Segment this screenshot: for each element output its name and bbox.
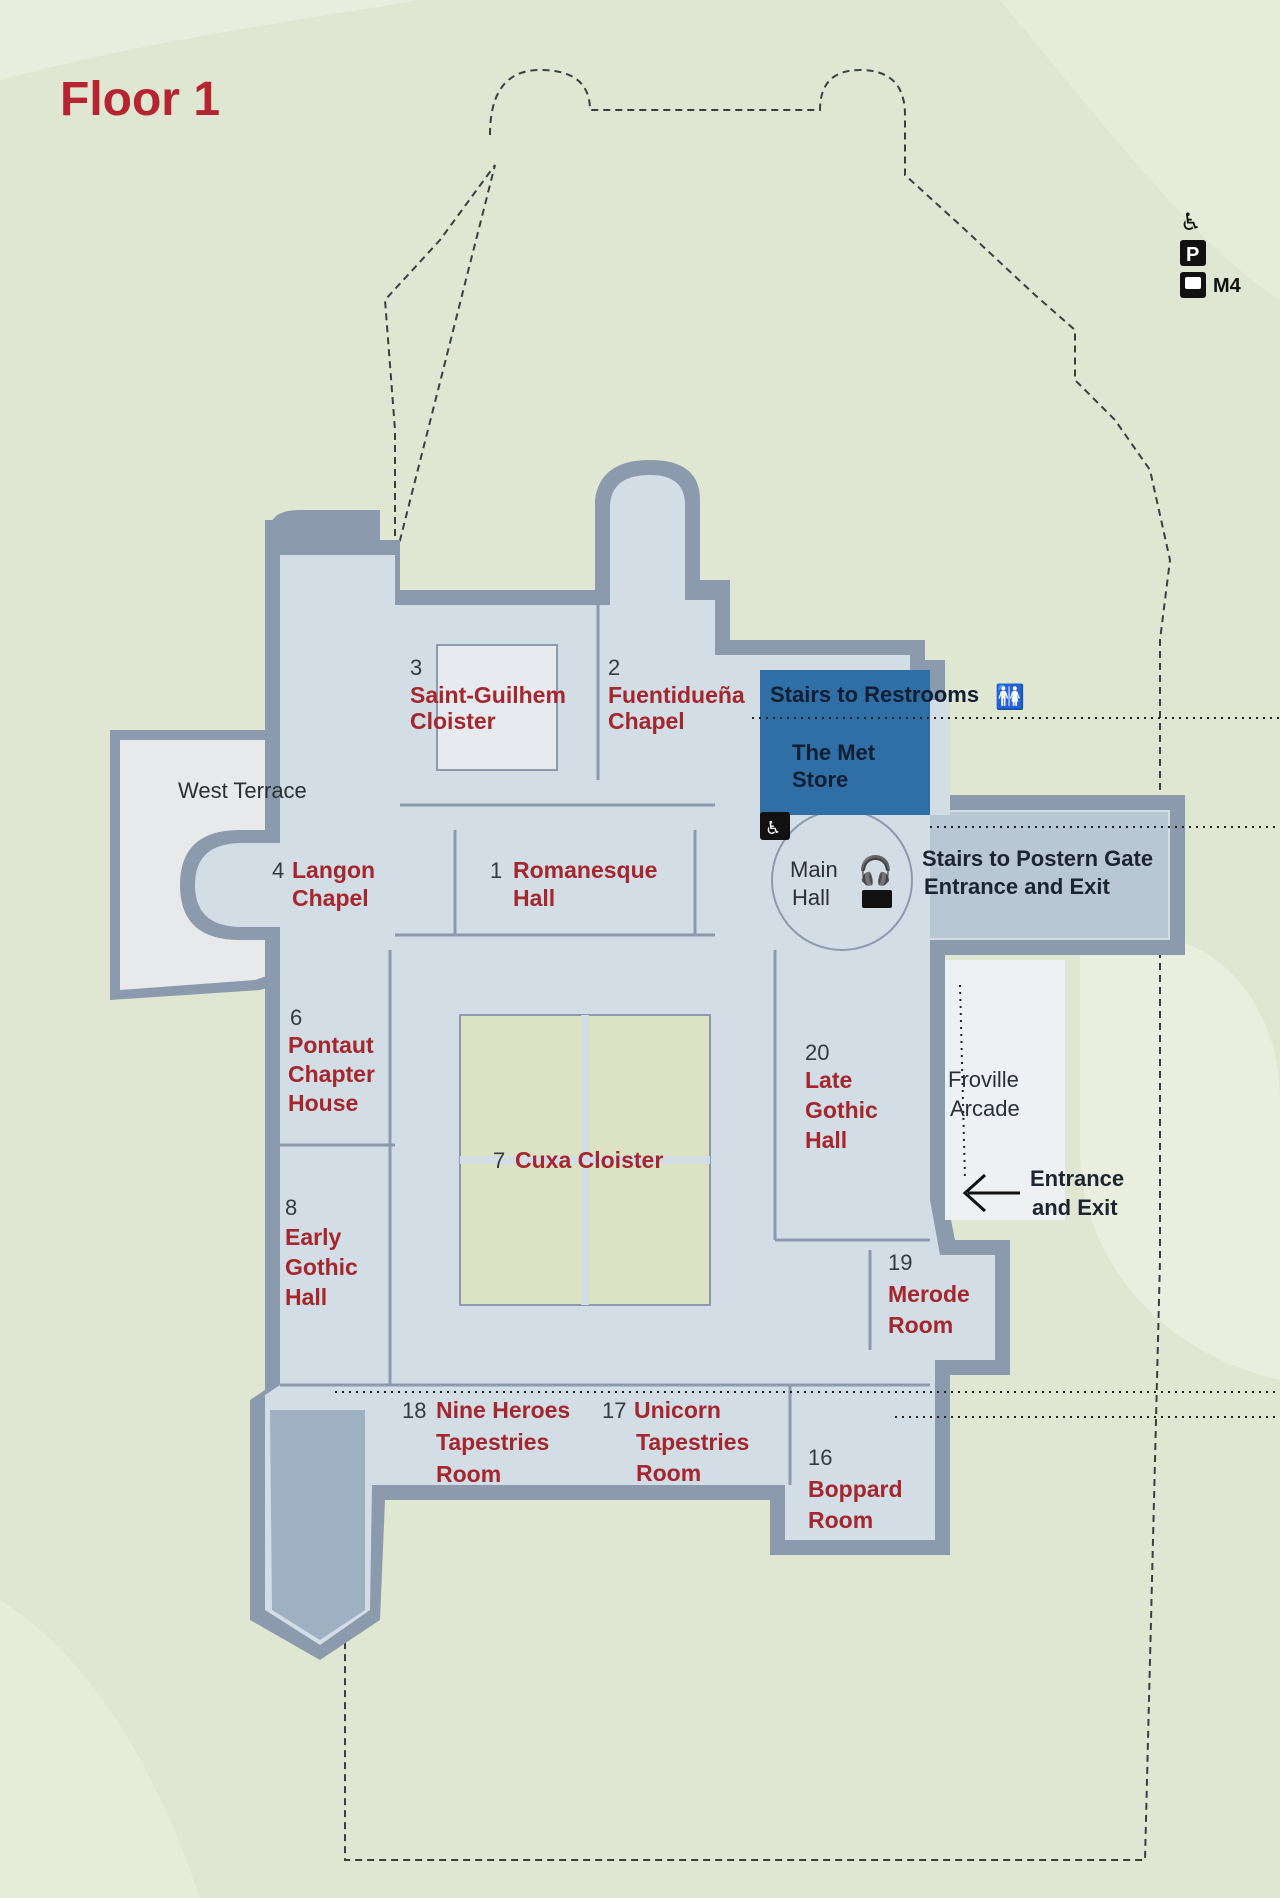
west-terrace-label: West Terrace [178, 778, 307, 803]
room-name-17-line2: Tapestries [636, 1429, 749, 1455]
room-name-8-line2: Gothic [285, 1254, 358, 1280]
grounds-outline [344, 68, 1172, 1861]
met-store-line2: Store [792, 767, 848, 792]
room-number-16: 16 [808, 1445, 832, 1470]
room-name-4-line2: Chapel [292, 885, 369, 911]
main-hall-line2: Hall [792, 885, 830, 910]
restrooms-label: Stairs to Restrooms [770, 682, 979, 707]
accessible-icon: ♿ [1180, 209, 1202, 236]
room-name-8-line1: Early [285, 1224, 341, 1250]
froville-line2: Arcade [950, 1096, 1020, 1121]
room-name-1-line1: Romanesque [513, 857, 657, 883]
room-name-7: Cuxa Cloister [515, 1147, 663, 1173]
entrance-line1: Entrance [1030, 1166, 1124, 1191]
room-name-20-line2: Gothic [805, 1097, 878, 1123]
room-name-20-line3: Hall [805, 1127, 847, 1153]
froville-line1: Froville [948, 1067, 1019, 1092]
restroom-icon: 🚻 [995, 683, 1025, 711]
room-name-6-line2: Chapter [288, 1061, 375, 1087]
postern-line2: Entrance and Exit [924, 874, 1111, 899]
room-name-8-line3: Hall [285, 1284, 327, 1310]
building [110, 460, 1185, 1660]
room-name-16-line1: Boppard [808, 1476, 903, 1502]
room-number-4: 4 [272, 858, 284, 883]
room-number-17: 17 [602, 1398, 626, 1423]
room-number-6: 6 [290, 1005, 302, 1030]
room-name-2-line1: Fuentidueña [608, 682, 745, 708]
audio-guide-icon: 🎧 [858, 854, 893, 887]
room-name-6-line3: House [288, 1090, 358, 1116]
room-number-3: 3 [410, 655, 422, 680]
parking-label: P [1186, 244, 1199, 266]
bus-label: M4 [1213, 275, 1242, 297]
room-number-8: 8 [285, 1195, 297, 1220]
entrance-line2: and Exit [1032, 1195, 1118, 1220]
exit-paths [335, 717, 1280, 1418]
room-name-16-line2: Room [808, 1507, 873, 1533]
room-name-18-line3: Room [436, 1461, 501, 1487]
room-name-3-line2: Cloister [410, 708, 496, 734]
room-name-17-line3: Room [636, 1460, 701, 1486]
room-name-6-line1: Pontaut [288, 1032, 374, 1058]
room-name-4-line1: Langon [292, 857, 375, 883]
met-store-line1: The Met [792, 740, 876, 765]
floor-title: Floor 1 [60, 73, 220, 126]
room-number-1: 1 [490, 858, 502, 883]
room-name-18-line1: Nine Heroes [436, 1397, 570, 1423]
room-name-20-line1: Late [805, 1067, 852, 1093]
room-name-19-line2: Room [888, 1312, 953, 1338]
room-name-1-line2: Hall [513, 885, 555, 911]
elevator-icon [760, 812, 790, 840]
postern-line1: Stairs to Postern Gate [922, 846, 1153, 871]
room-number-20: 20 [805, 1040, 829, 1065]
svg-text:♿: ♿ [765, 818, 781, 838]
main-hall-line1: Main [790, 857, 838, 882]
legend: ♿ P M4 [1180, 209, 1242, 298]
room-number-7: 7 [493, 1148, 505, 1173]
info-desk-icon [862, 890, 892, 908]
room-name-3-line1: Saint-Guilhem [410, 682, 566, 708]
room-number-19: 19 [888, 1250, 912, 1275]
room-number-18: 18 [402, 1398, 426, 1423]
parking-icon [1180, 240, 1206, 266]
room-name-18-line2: Tapestries [436, 1429, 549, 1455]
room-number-2: 2 [608, 655, 620, 680]
room-labels: 3 Saint-Guilhem Cloister 2 Fuentidueña C… [178, 655, 970, 1533]
facility-labels: Stairs to Restrooms 🚻 The Met Store ♿ Ma… [760, 682, 1153, 1220]
entrance-arrow-icon [962, 1173, 1020, 1213]
room-name-19-line1: Merode [888, 1281, 970, 1307]
room-name-2-line2: Chapel [608, 708, 685, 734]
room-name-17-line1: Unicorn [634, 1397, 721, 1423]
